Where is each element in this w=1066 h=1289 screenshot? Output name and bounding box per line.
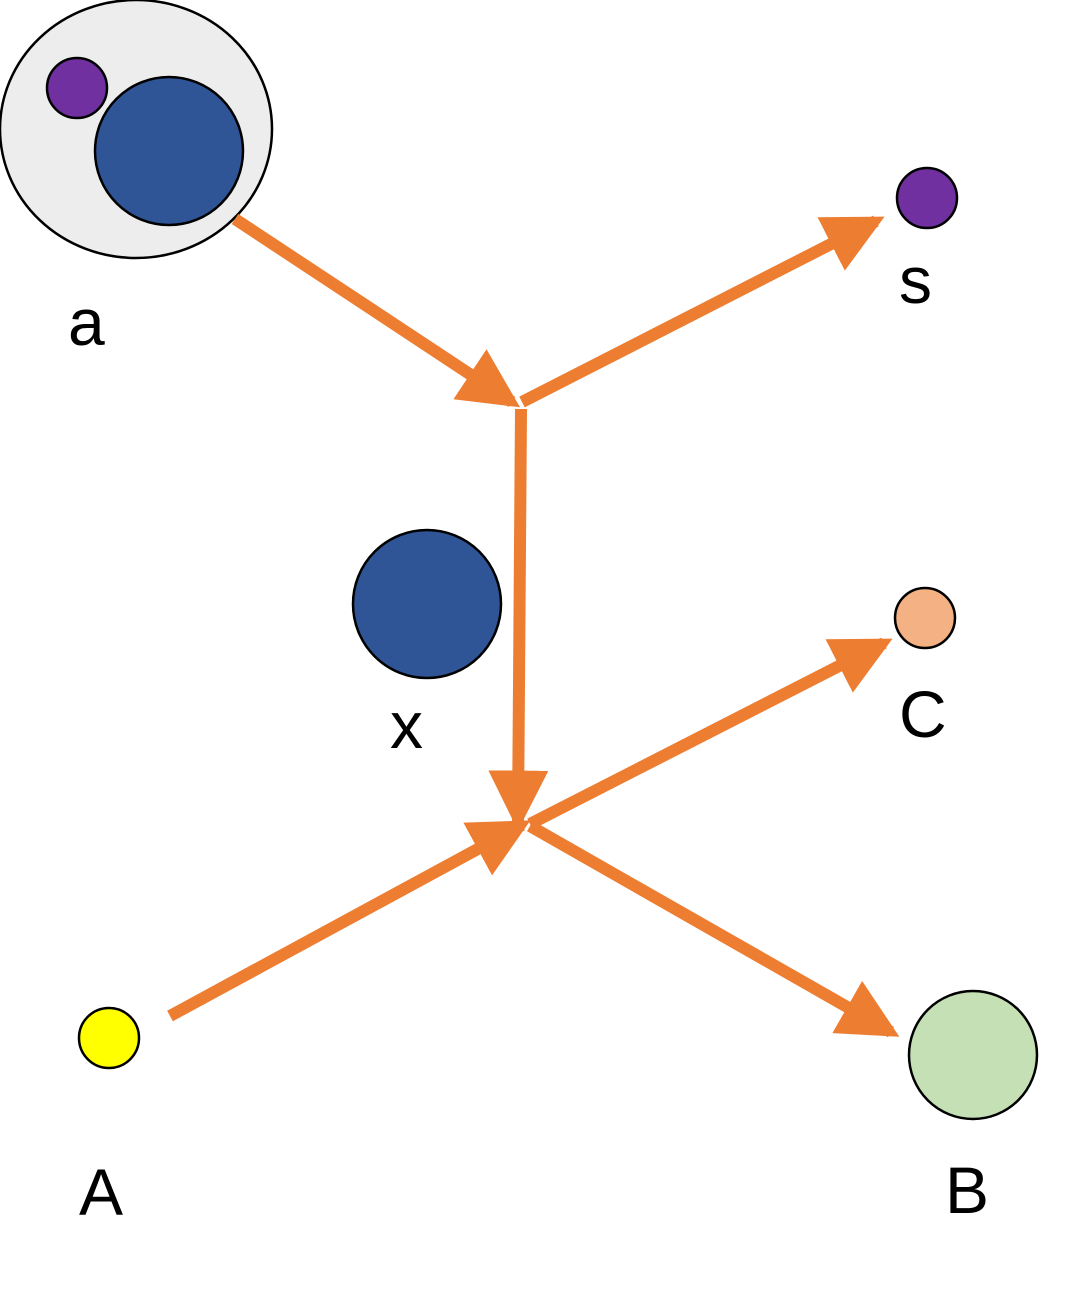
label-a: a [68,285,105,359]
arrows [167,213,900,1038]
arrow-vertex2-to-B [527,820,900,1038]
label-B: B [945,1153,989,1227]
label-x: x [390,688,423,762]
particle-s [895,166,959,230]
arrow-vertex2-to-C [527,637,893,830]
particle-a [0,0,274,260]
particle-x [351,528,503,680]
arrow-a-to-vertex1 [231,213,521,408]
particle-B [907,989,1039,1121]
label-C: C [899,677,947,751]
arrow-vertex1-to-vertex2 [488,408,549,831]
arrow-vertex1-to-s [519,215,885,408]
label-s: s [899,243,932,317]
particle-A [77,1006,141,1070]
particle-C [893,586,957,650]
label-A: A [79,1155,123,1229]
particle-a-inner-heavy [93,75,245,227]
arrow-A-to-vertex2 [167,819,531,1022]
particle-a-inner-small [45,56,109,120]
